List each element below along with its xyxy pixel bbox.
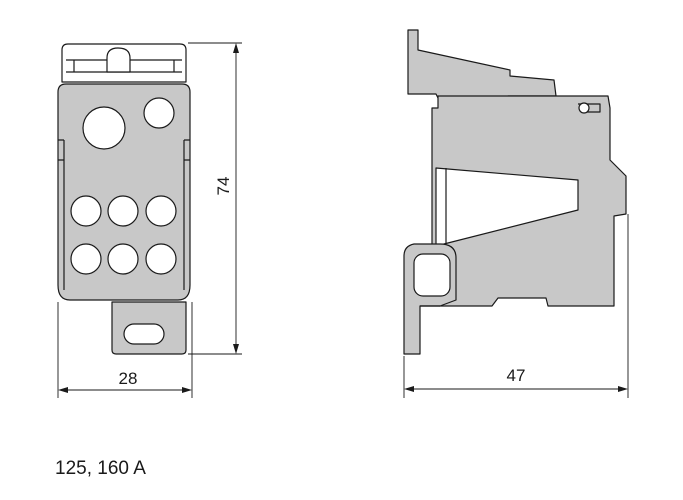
height-dimension-label: 74 (214, 177, 233, 196)
front-small-hole (107, 243, 139, 275)
side-mounting-slot (413, 253, 451, 297)
depth-dimension: 47 (403, 214, 629, 398)
front-mounting-slot (123, 323, 165, 345)
width-dimension: 28 (57, 302, 193, 398)
front-side-notch (58, 139, 190, 161)
front-top-knob (106, 47, 131, 73)
side-latch-hole (578, 102, 590, 114)
side-wedge (435, 167, 579, 247)
front-view (57, 43, 191, 355)
depth-dimension-label: 47 (507, 366, 526, 385)
front-small-hole (70, 243, 102, 275)
front-medium-hole (143, 97, 175, 129)
front-large-hole (82, 106, 126, 150)
side-latch (578, 103, 601, 113)
width-dimension-label: 28 (119, 369, 138, 388)
front-small-hole (145, 243, 177, 275)
front-small-hole (145, 195, 177, 227)
front-small-hole (70, 195, 102, 227)
current-rating-caption: 125, 160 A (55, 458, 146, 479)
front-small-hole (107, 195, 139, 227)
height-dimension: 74 (188, 42, 242, 355)
side-view (403, 29, 627, 355)
side-top-clip (407, 29, 557, 99)
